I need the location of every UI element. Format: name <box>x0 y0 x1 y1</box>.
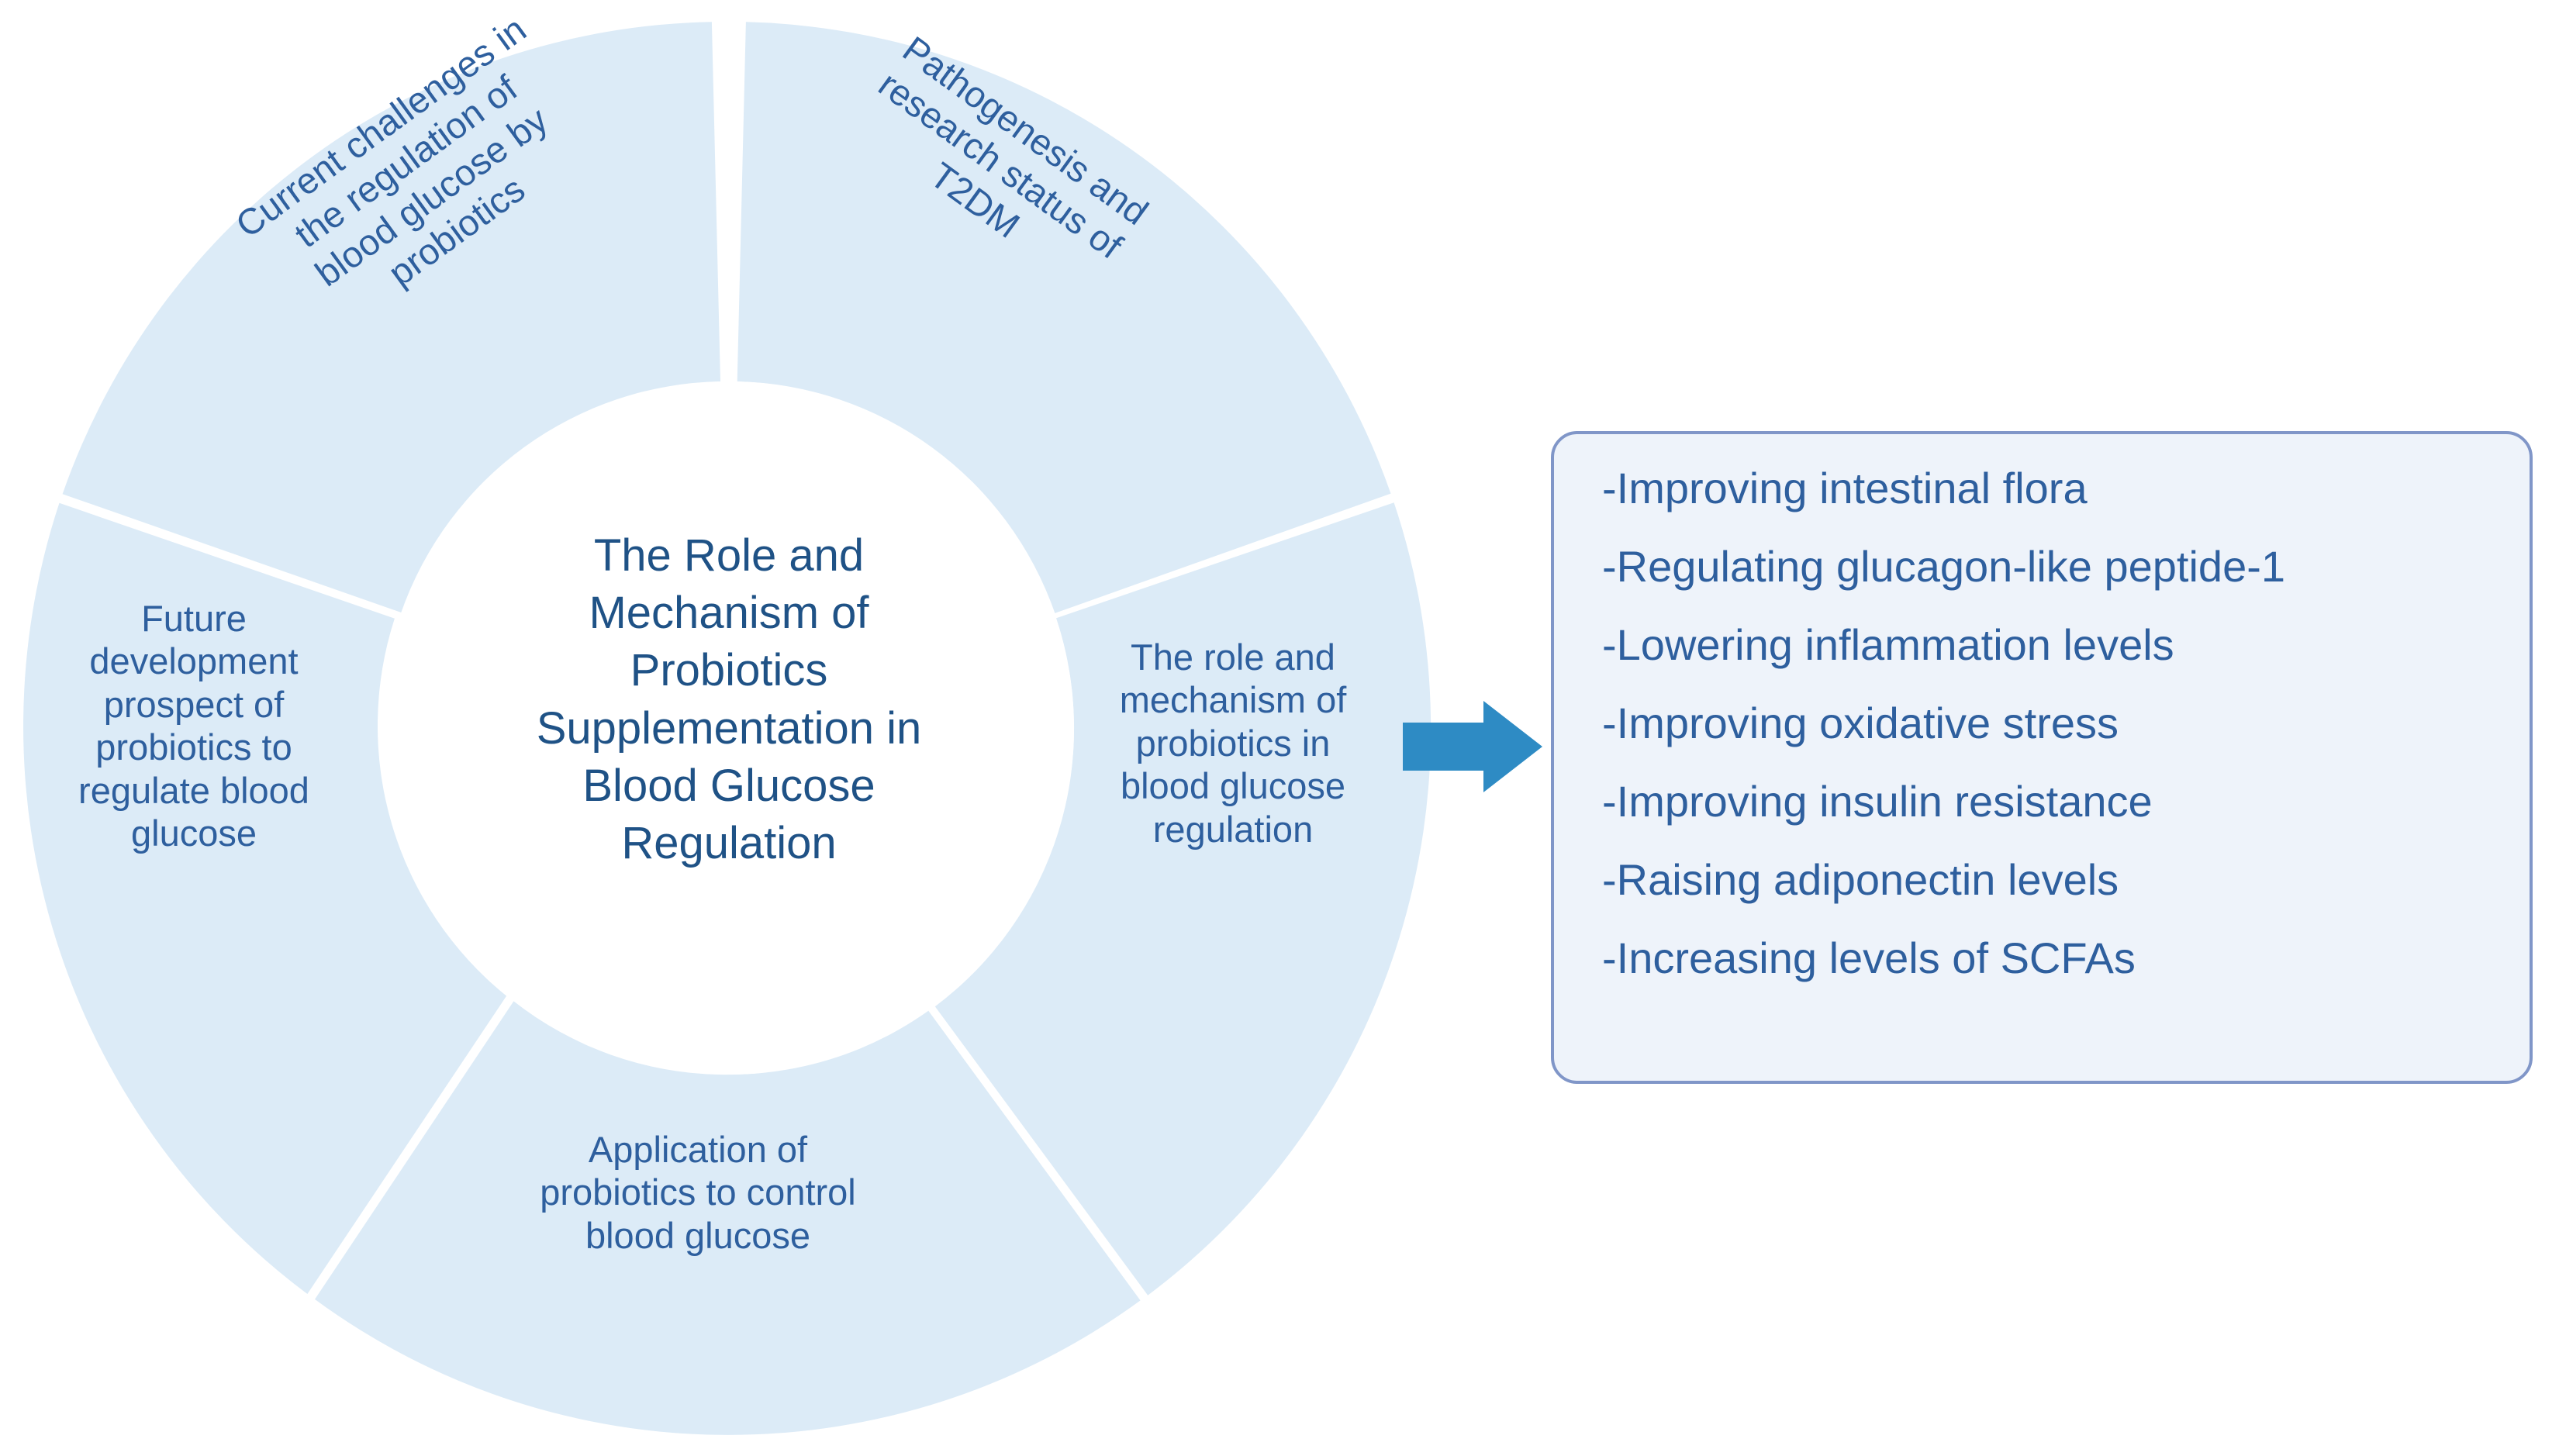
donut-wheel <box>23 22 1431 1435</box>
center-title: The Role and Mechanism of Probiotics Sup… <box>536 530 922 869</box>
segment-pathogenesis[interactable] <box>737 22 1391 613</box>
benefits-panel: -Improving intestinal flora -Regulating … <box>1551 431 2533 1084</box>
segment-role-mechanism[interactable] <box>934 502 1431 1296</box>
benefit-item: -Raising adiponectin levels <box>1602 855 2119 904</box>
segment-label-role-mechanism: The role and mechanism of probiotics in … <box>1119 637 1347 850</box>
segment-label-future-development: Future development prospect of probiotic… <box>78 598 309 854</box>
benefit-item: -Regulating glucagon-like peptide-1 <box>1602 542 2286 591</box>
benefit-item: -Lowering inflammation levels <box>1602 620 2174 669</box>
benefit-item: -Improving intestinal flora <box>1602 464 2088 512</box>
benefit-item: -Increasing levels of SCFAs <box>1602 933 2136 982</box>
segment-application[interactable] <box>315 1001 1141 1435</box>
segment-label-application: Application of probiotics to control blo… <box>540 1129 856 1256</box>
segment-current-challenges[interactable] <box>62 22 721 613</box>
benefit-item: -Improving insulin resistance <box>1602 777 2153 826</box>
segment-future-development[interactable] <box>23 502 507 1294</box>
benefit-item: -Improving oxidative stress <box>1602 699 2119 747</box>
right-arrow-icon <box>1403 701 1542 792</box>
donut-hub <box>384 381 1074 1075</box>
benefits-list: -Improving intestinal flora -Regulating … <box>1602 467 2506 980</box>
